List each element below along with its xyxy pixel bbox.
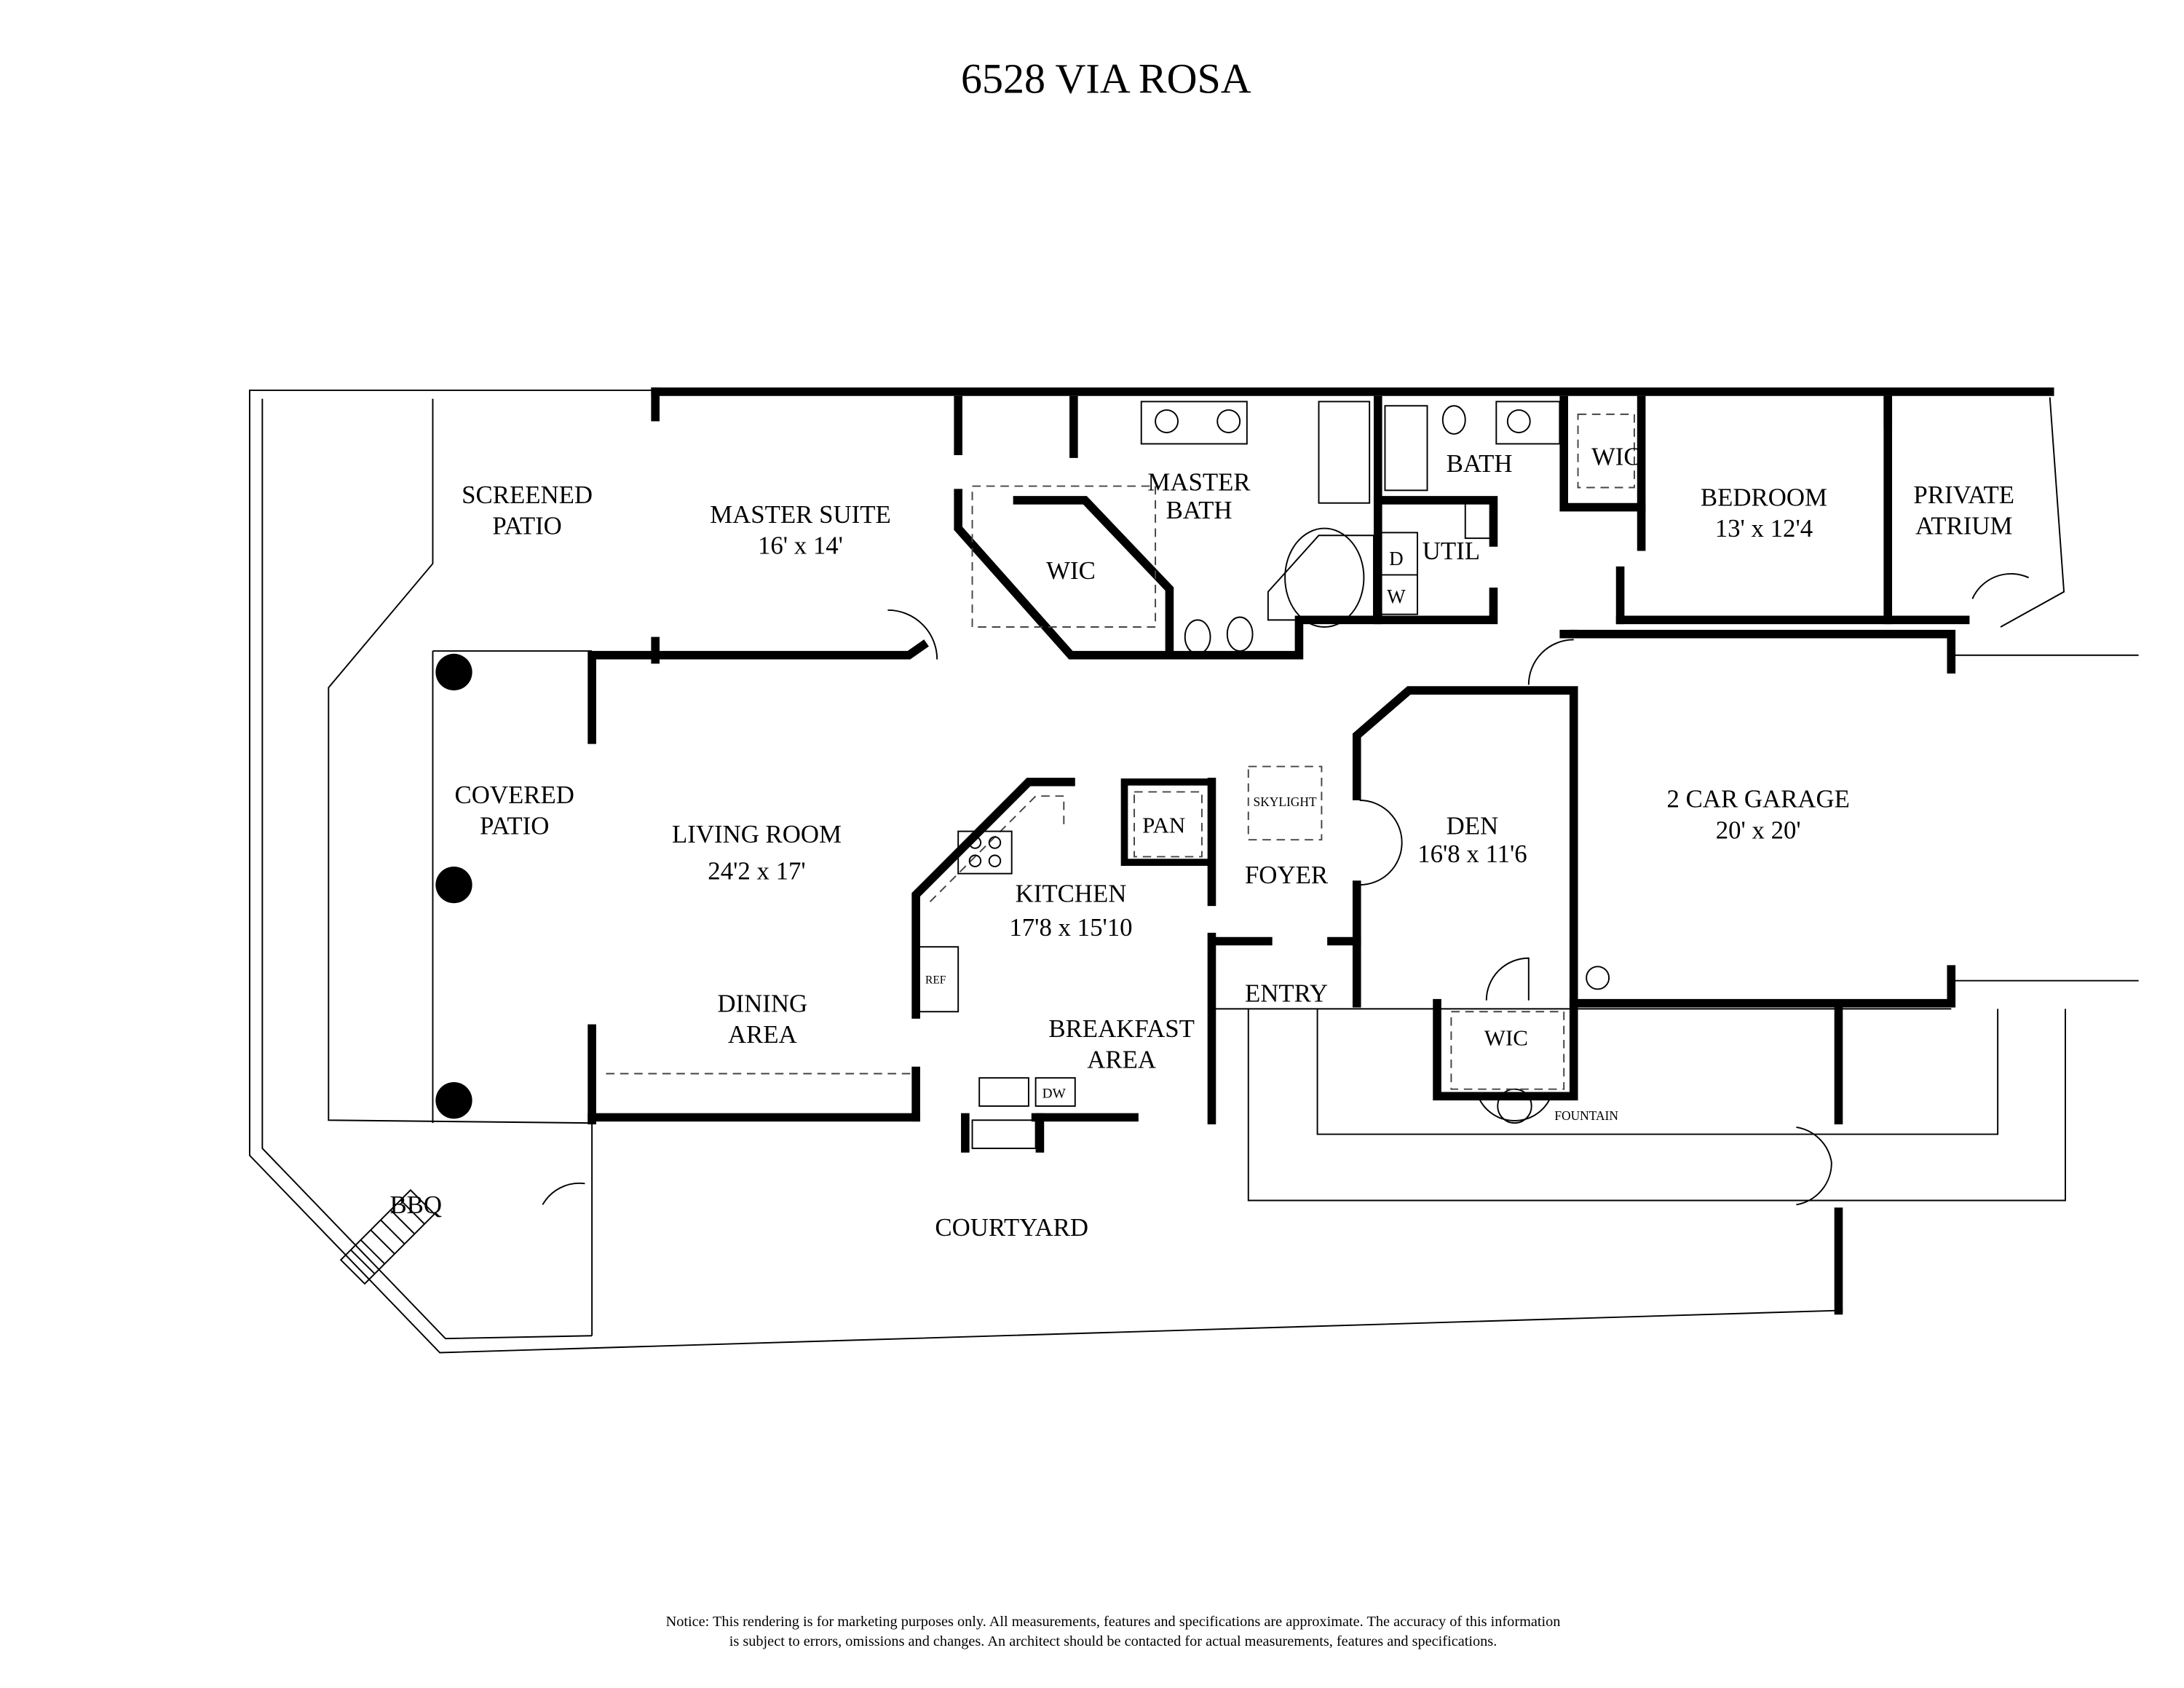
bbq-label: BBQ (389, 1191, 442, 1219)
plan-title: 6528 VIA ROSA (961, 55, 1251, 103)
walls (587, 387, 2054, 1315)
covered-patio-label: PATIO (480, 811, 549, 840)
breakfast-area-label: BREAKFAST (1048, 1014, 1195, 1043)
garage-size: 20' x 20' (1716, 816, 1801, 844)
notice-line-2: is subject to errors, omissions and chan… (729, 1633, 1497, 1649)
master-suite-label: MASTER SUITE (710, 500, 891, 529)
screened-patio-label: SCREENED (462, 481, 593, 509)
dining-area-label: DINING (717, 989, 807, 1017)
private-atrium-label: ATRIUM (1915, 511, 2012, 540)
entry-label: ENTRY (1245, 979, 1328, 1008)
master-suite-size: 16' x 14' (758, 531, 843, 559)
column (435, 653, 472, 691)
bedroom-size: 13' x 12'4 (1715, 514, 1813, 543)
master-bath-label: BATH (1166, 496, 1233, 524)
pantry-label: PAN (1142, 813, 1185, 838)
fixtures (339, 401, 2030, 1285)
living-room-label: LIVING ROOM (672, 820, 842, 848)
covered-patio-label: COVERED (454, 781, 574, 809)
bedroom-wic-label: WIC (1591, 443, 1641, 471)
kitchen-label: KITCHEN (1016, 879, 1127, 907)
notice-line-1: Notice: This rendering is for marketing … (666, 1614, 1561, 1630)
screened-patio-label: PATIO (492, 511, 561, 540)
dishwasher-label: DW (1042, 1086, 1067, 1101)
kitchen-size: 17'8 x 15'10 (1009, 913, 1132, 942)
dining-area-label: AREA (728, 1020, 797, 1049)
fountain-label: FOUNTAIN (1554, 1108, 1618, 1123)
foyer-label: FOYER (1245, 861, 1329, 889)
util-label: UTIL (1423, 537, 1480, 565)
garage-label: 2 CAR GARAGE (1666, 785, 1849, 813)
master-wic-label: WIC (1046, 556, 1096, 585)
skylight-label: SKYLIGHT (1254, 794, 1317, 809)
private-atrium-label: PRIVATE (1913, 481, 2014, 509)
den-size: 16'8 x 11'6 (1417, 840, 1527, 868)
breakfast-area-label: AREA (1087, 1046, 1156, 1074)
bedroom-label: BEDROOM (1701, 484, 1827, 512)
room-labels: SCREENED PATIO MASTER SUITE 16' x 14' WI… (389, 443, 2014, 1242)
den-label: DEN (1447, 811, 1499, 840)
column (435, 866, 472, 904)
column (435, 1081, 472, 1119)
living-room-size: 24'2 x 17' (708, 856, 805, 885)
refrigerator-label: REF (925, 974, 946, 987)
washer-label: W (1387, 585, 1406, 607)
dryer-label: D (1389, 548, 1404, 569)
master-bath-label: MASTER (1147, 468, 1251, 496)
den-wic-label: WIC (1484, 1025, 1528, 1051)
bath-label: BATH (1447, 449, 1513, 478)
courtyard-label: COURTYARD (935, 1213, 1088, 1242)
